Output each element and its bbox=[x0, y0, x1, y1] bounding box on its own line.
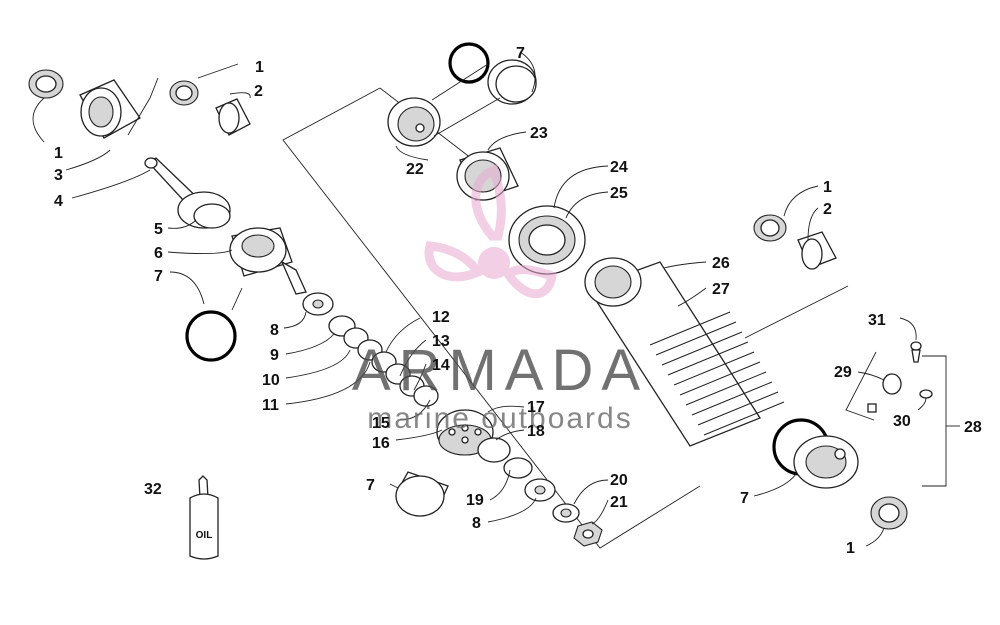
nut-part-21 bbox=[573, 521, 603, 547]
callout-8-left: 8 bbox=[270, 322, 279, 339]
lower-eye-part-28 bbox=[793, 435, 859, 489]
callout-26: 26 bbox=[712, 255, 730, 272]
callout-11: 11 bbox=[262, 397, 279, 414]
callout-6: 6 bbox=[154, 245, 163, 262]
leader-lines bbox=[32, 51, 960, 547]
callout-13: 13 bbox=[432, 333, 450, 350]
spring-retainer-part-24-25 bbox=[508, 205, 586, 275]
callout-30: 30 bbox=[893, 413, 911, 430]
callout-1-bottom: 1 bbox=[846, 540, 855, 557]
band-part-7-lower bbox=[395, 471, 449, 517]
reservoir-cap-part-22 bbox=[387, 97, 441, 147]
o-ring-part-7-left bbox=[185, 310, 237, 362]
callout-22: 22 bbox=[406, 161, 424, 178]
callout-1-left: 1 bbox=[54, 145, 63, 162]
sleeve-part-2-top bbox=[215, 98, 251, 136]
callout-9: 9 bbox=[270, 347, 279, 364]
shock-body-part-26 bbox=[584, 257, 761, 447]
callout-28: 28 bbox=[964, 419, 982, 436]
callout-19: 19 bbox=[466, 492, 484, 509]
watermark-brand: ARMADA bbox=[352, 338, 648, 403]
propeller-logo-icon bbox=[424, 163, 558, 299]
callout-16: 16 bbox=[372, 435, 390, 452]
washer-stack-8-11 bbox=[302, 292, 439, 407]
o-ring-part-7-top bbox=[448, 42, 490, 84]
callout-1-top: 1 bbox=[255, 59, 264, 76]
valve-parts-29-31 bbox=[845, 341, 933, 421]
callout-8-lower: 8 bbox=[472, 515, 481, 532]
callout-15: 15 bbox=[372, 415, 390, 432]
callout-7-left: 7 bbox=[154, 268, 163, 285]
bushing-part-1-top bbox=[169, 80, 199, 106]
callout-7-lower: 7 bbox=[366, 477, 375, 494]
callout-27: 27 bbox=[712, 281, 730, 298]
callout-12: 12 bbox=[432, 309, 450, 326]
callout-14: 14 bbox=[432, 357, 450, 374]
spring-part-27 bbox=[649, 311, 785, 436]
callout-17: 17 bbox=[527, 399, 545, 416]
oil-bottle-part-32: OIL bbox=[189, 475, 219, 560]
callout-29: 29 bbox=[834, 364, 852, 381]
callout-23: 23 bbox=[530, 125, 548, 142]
callout-1-right: 1 bbox=[823, 179, 832, 196]
callout-labels: 1 2 1 3 4 5 6 7 8 9 10 11 12 13 14 15 16… bbox=[54, 45, 982, 557]
callout-2-right: 2 bbox=[823, 201, 832, 218]
band-part-7-top bbox=[487, 59, 537, 105]
callout-3: 3 bbox=[54, 167, 63, 184]
sleeve-part-3 bbox=[79, 79, 141, 139]
callout-31: 31 bbox=[868, 312, 886, 329]
sleeve-part-2-right bbox=[797, 231, 837, 270]
piston-rod-eye-part-6 bbox=[229, 227, 307, 295]
callout-7-top: 7 bbox=[516, 45, 525, 62]
callout-7-right: 7 bbox=[740, 490, 749, 507]
bushing-part-1-right bbox=[753, 214, 787, 242]
callout-24: 24 bbox=[610, 159, 628, 176]
callout-10: 10 bbox=[262, 372, 280, 389]
bushing-part-1-bottom bbox=[870, 496, 908, 530]
callout-18: 18 bbox=[527, 423, 545, 440]
oil-bottle-label: OIL bbox=[196, 530, 213, 541]
bushing-part-1-left bbox=[28, 69, 64, 99]
callout-2-top: 2 bbox=[254, 83, 263, 100]
callout-20: 20 bbox=[610, 472, 628, 489]
seal-head-part-5 bbox=[177, 191, 231, 229]
washer-part-20 bbox=[552, 503, 580, 523]
watermark-tagline: marine outboards bbox=[367, 402, 632, 435]
callout-4: 4 bbox=[54, 193, 63, 210]
washers-part-18-19 bbox=[477, 437, 556, 502]
callout-21: 21 bbox=[610, 494, 628, 511]
armada-watermark: ARMADA marine outboards bbox=[352, 163, 648, 435]
callout-32: 32 bbox=[144, 481, 162, 498]
callout-25: 25 bbox=[610, 185, 628, 202]
callout-5: 5 bbox=[154, 221, 163, 238]
